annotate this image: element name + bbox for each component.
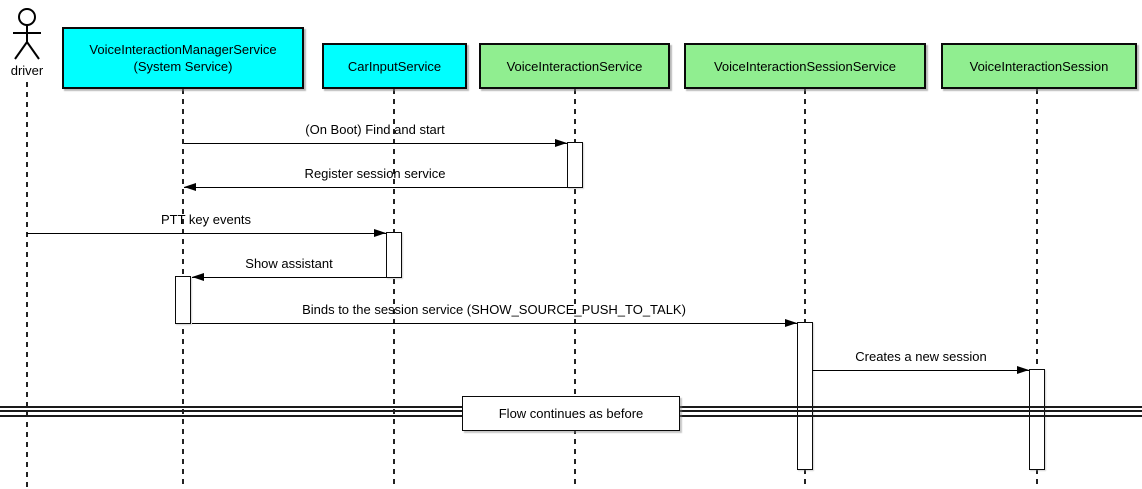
activation-voice-interaction-manager-service (175, 276, 191, 324)
participant-voice-interaction-session: VoiceInteractionSession (941, 43, 1137, 89)
message-line (184, 187, 567, 188)
message-label: PTT key events (160, 212, 252, 227)
message-label: Binds to the session service (SHOW_SOURC… (302, 302, 686, 317)
participant-label: VoiceInteractionSession (969, 58, 1109, 74)
participant-label: VoiceInteractionSessionService (713, 58, 897, 74)
arrowhead-left-icon (192, 273, 204, 281)
divider-label: Flow continues as before (498, 406, 644, 421)
arrowhead-right-icon (374, 229, 386, 237)
arrowhead-left-icon (184, 183, 196, 191)
divider-label-box: Flow continues as before (462, 396, 680, 431)
participant-label: VoiceInteractionManagerService (89, 42, 277, 57)
arrowhead-right-icon (785, 319, 797, 327)
participant-sublabel: (System Service) (133, 59, 233, 74)
participant-car-input-service: CarInputService (322, 43, 467, 89)
activation-voice-interaction-session-service (797, 322, 813, 470)
participant-label: CarInputService (347, 58, 442, 74)
message-line (192, 277, 386, 278)
lifeline-voice-interaction-service (574, 89, 576, 489)
message-line (813, 370, 1029, 371)
activation-voice-interaction-service (567, 142, 583, 188)
actor-stick-figure-icon (13, 8, 41, 60)
lifeline-voice-interaction-session (1036, 89, 1038, 489)
participant-voice-interaction-session-service: VoiceInteractionSessionService (684, 43, 926, 89)
participant-voice-interaction-manager-service: VoiceInteractionManagerService (System S… (62, 27, 304, 89)
arrowhead-right-icon (555, 139, 567, 147)
message-label: (On Boot) Find and start (305, 122, 445, 137)
message-line (184, 143, 567, 144)
lifeline-voice-interaction-session-service (804, 89, 806, 489)
actor-label: driver (10, 63, 44, 78)
message-label: Creates a new session (855, 349, 987, 364)
activation-car-input-service (386, 232, 402, 278)
message-label: Show assistant (245, 256, 333, 271)
message-label: Register session service (304, 166, 446, 181)
activation-voice-interaction-session (1029, 369, 1045, 470)
message-line (27, 233, 386, 234)
lifeline-car-input-service (393, 89, 395, 489)
message-line (192, 323, 797, 324)
participant-voice-interaction-service: VoiceInteractionService (479, 43, 670, 89)
participant-label: VoiceInteractionService (506, 58, 643, 74)
arrowhead-right-icon (1017, 366, 1029, 374)
lifeline-driver (26, 82, 28, 489)
